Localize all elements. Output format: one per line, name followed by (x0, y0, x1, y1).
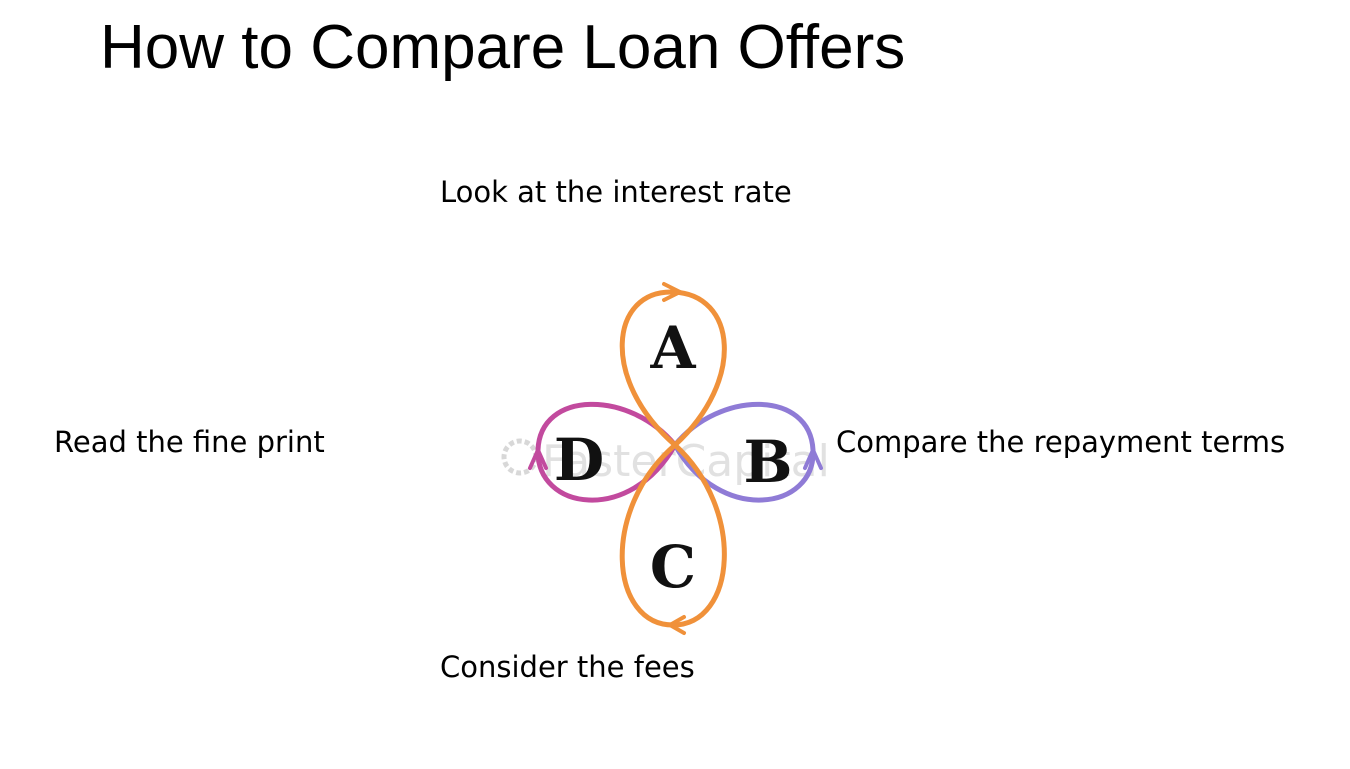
loop-a (619, 289, 727, 448)
step-b-letter: B (743, 428, 792, 496)
step-a-label: Look at the interest rate (440, 175, 792, 209)
cycle-diagram: FasterCapital A B C D (501, 282, 830, 635)
loop-c-arrow-icon (668, 615, 686, 635)
step-b-label: Compare the repayment terms (836, 425, 1286, 459)
loop-b-arrow-icon (803, 448, 823, 470)
step-d-letter: D (554, 426, 604, 494)
page-title: How to Compare Loan Offers (100, 13, 906, 82)
step-c-label: Consider the fees (440, 650, 695, 684)
loop-a-arrow-icon (662, 282, 682, 302)
loop-d-arrow-icon (528, 448, 548, 470)
step-c-letter: C (650, 533, 696, 601)
step-d-label: Read the fine print (54, 425, 325, 459)
step-a-letter: A (649, 314, 696, 382)
